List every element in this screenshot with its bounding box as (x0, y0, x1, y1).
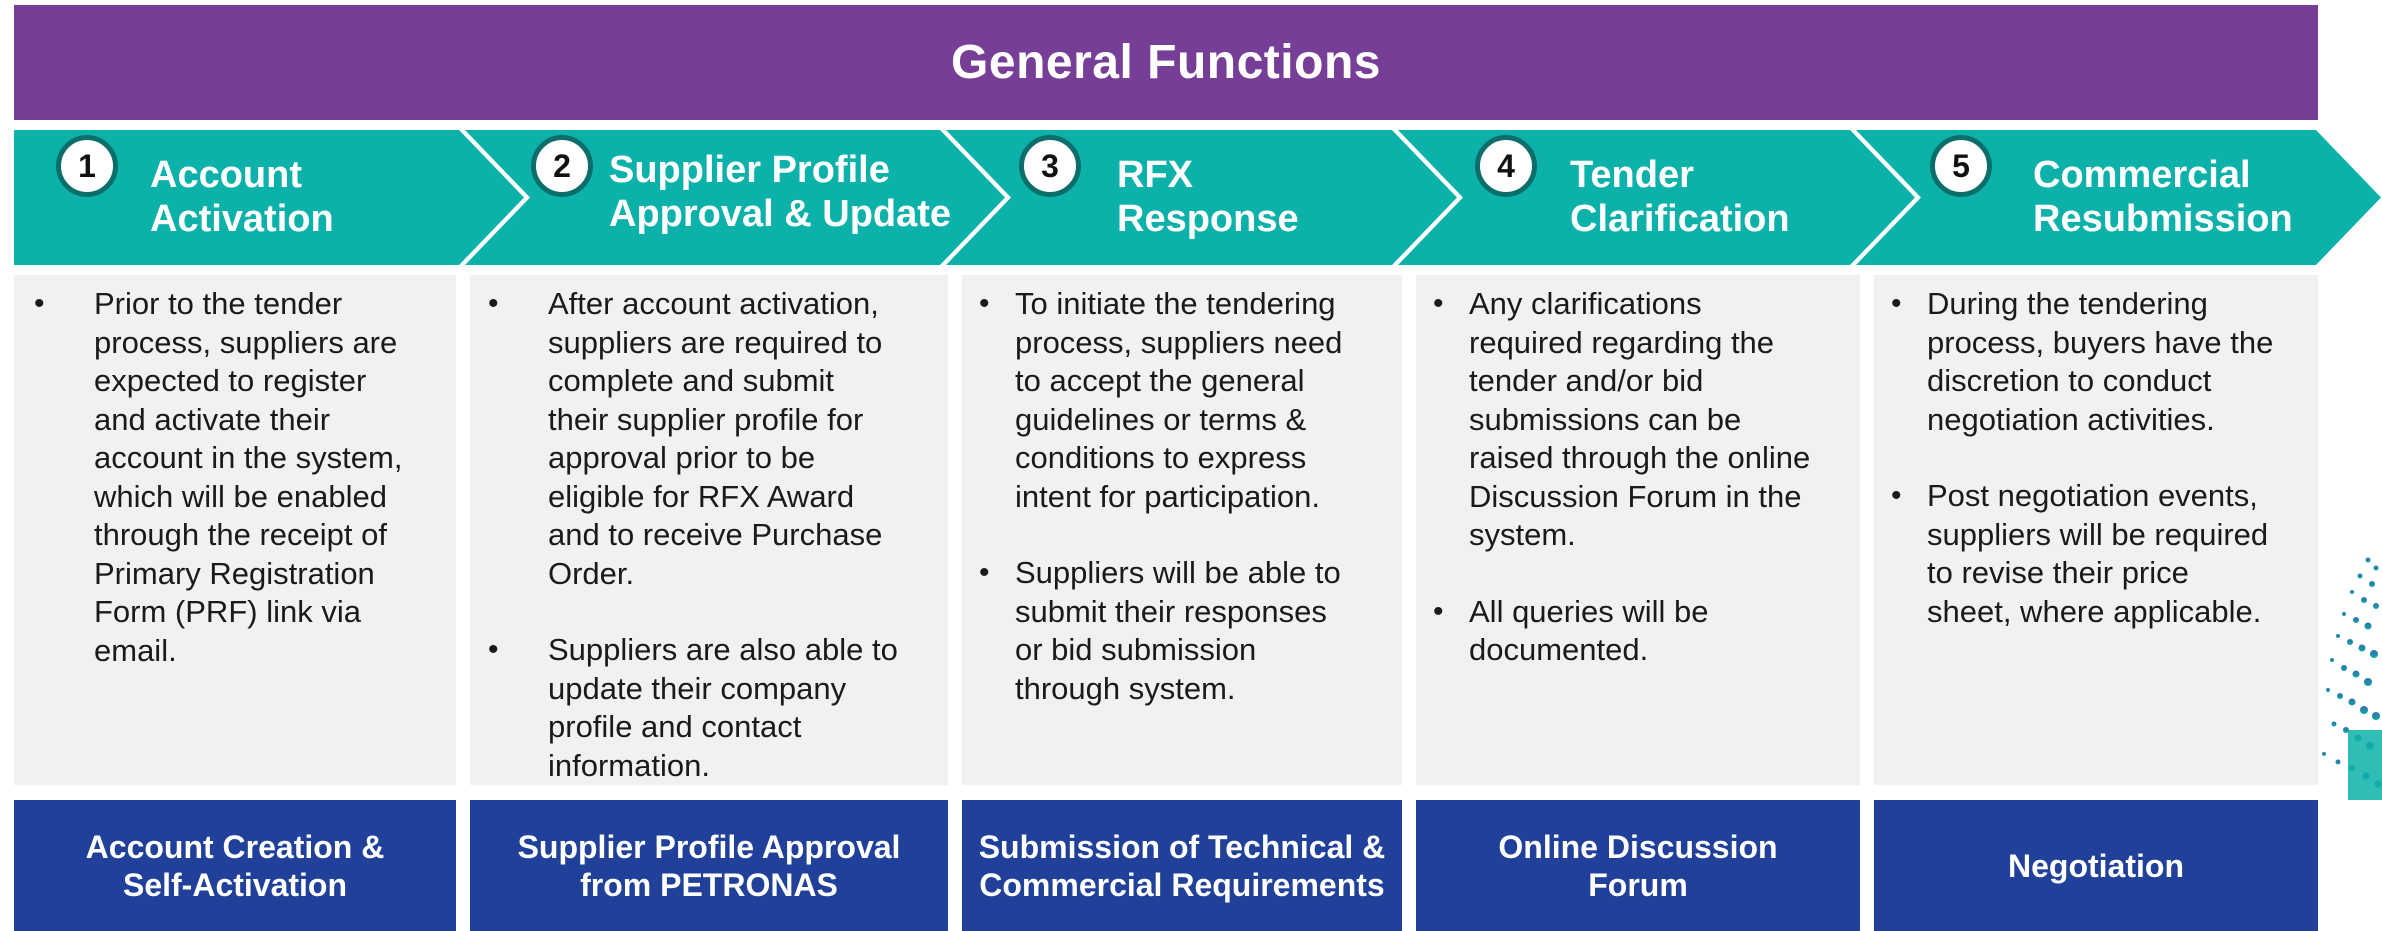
step-title-2: Supplier Profile Approval & Update (609, 149, 952, 235)
bullet-item: • Prior to the tender process, suppliers … (34, 285, 436, 670)
bullet-item: • Post negotiation events, suppliers will… (1891, 477, 2312, 631)
step-description-5: • During the tendering process, buyers ha… (1874, 275, 2318, 785)
step-title-3: RFX Response (1117, 154, 1299, 240)
bullet-item: • During the tendering process, buyers ha… (1891, 285, 2312, 439)
bullet-dot: • (1433, 287, 1444, 320)
step-footer-3-text: Submission of Technical & Commercial Req… (978, 828, 1386, 903)
diagram-title: General Functions (951, 36, 1381, 89)
step-title-1: Account Activation (150, 154, 334, 240)
bullet-dot: • (1891, 287, 1902, 320)
step-footer-2-text: Supplier Profile Approval from PETRONAS (517, 828, 901, 903)
step-footer-1-text: Account Creation & Self-Activation (85, 828, 385, 903)
bullet-item: • Suppliers will be able to submit their … (979, 554, 1392, 708)
bullet-text: All queries will be documented. (1469, 593, 1709, 668)
step-number-2-text: 2 (553, 147, 571, 184)
bullet-item: • All queries will be documented. (1433, 593, 1852, 670)
step-chevron-1 (14, 130, 524, 265)
step-footer-4: Online Discussion Forum (1416, 800, 1860, 931)
bullet-text: Suppliers are also able to update their … (548, 632, 898, 783)
diagram-title-bar: General Functions (14, 5, 2318, 120)
step-description-4: • Any clarifications required regarding t… (1416, 275, 1860, 785)
bullet-dot: • (488, 633, 499, 666)
bullet-dot: • (979, 287, 990, 320)
step-footer-5-text: Negotiation (2008, 847, 2184, 884)
step-footer-2: Supplier Profile Approval from PETRONAS (470, 800, 948, 931)
step-number-4-text: 4 (1497, 147, 1515, 184)
bullet-item: • Suppliers are also able to update their… (488, 631, 934, 785)
bullet-dot: • (488, 287, 499, 320)
step-description-3: • To initiate the tendering process, supp… (962, 275, 1402, 785)
bullet-list-3: • To initiate the tendering process, supp… (979, 285, 1392, 708)
step-number-2: 2 (531, 135, 593, 197)
bullet-text: Suppliers will be able to submit their r… (1015, 555, 1341, 706)
step-number-3: 3 (1019, 135, 1081, 197)
step-title-5: Commercial Resubmission (2033, 154, 2293, 240)
step-description-1: • Prior to the tender process, suppliers … (14, 275, 456, 785)
step-footer-3: Submission of Technical & Commercial Req… (962, 800, 1402, 931)
bullet-text: To initiate the tendering process, suppl… (1015, 286, 1343, 514)
step-number-3-text: 3 (1041, 147, 1059, 184)
step-description-2: • After account activation, suppliers are… (470, 275, 948, 785)
bullet-item: • Any clarifications required regarding t… (1433, 285, 1852, 555)
bullet-dot: • (1891, 479, 1902, 512)
step-number-5-text: 5 (1952, 147, 1970, 184)
step-footer-5: Negotiation (1874, 800, 2318, 931)
bullet-dot: • (979, 556, 990, 589)
step-chevron-2 (465, 130, 1005, 265)
step-title-4: Tender Clarification (1570, 154, 1790, 240)
decorative-dot-pattern (2322, 557, 2382, 800)
bullet-list-4: • Any clarifications required regarding t… (1433, 285, 1852, 670)
bullet-text: Post negotiation events, suppliers will … (1927, 478, 2269, 629)
bullet-text: During the tendering process, buyers hav… (1927, 286, 2274, 437)
step-footer-4-text: Online Discussion Forum (1498, 828, 1778, 903)
bullet-item: • To initiate the tendering process, supp… (979, 285, 1392, 516)
bullet-text: After account activation, suppliers are … (548, 286, 883, 591)
bullet-text: Prior to the tender process, suppliers a… (94, 286, 403, 668)
bullet-item: • After account activation, suppliers are… (488, 285, 934, 593)
bullet-dot: • (34, 287, 45, 320)
bullet-list-5: • During the tendering process, buyers ha… (1891, 285, 2312, 631)
bullet-text: Any clarifications required regarding th… (1469, 286, 1811, 552)
step-footer-1: Account Creation & Self-Activation (14, 800, 456, 931)
bullet-list-2: • After account activation, suppliers are… (488, 285, 934, 785)
step-number-1: 1 (56, 135, 118, 197)
step-number-5: 5 (1930, 135, 1992, 197)
bullet-list-1: • Prior to the tender process, suppliers … (34, 285, 436, 670)
bullet-dot: • (1433, 594, 1444, 628)
step-number-1-text: 1 (78, 147, 96, 184)
step-number-4: 4 (1475, 135, 1537, 197)
